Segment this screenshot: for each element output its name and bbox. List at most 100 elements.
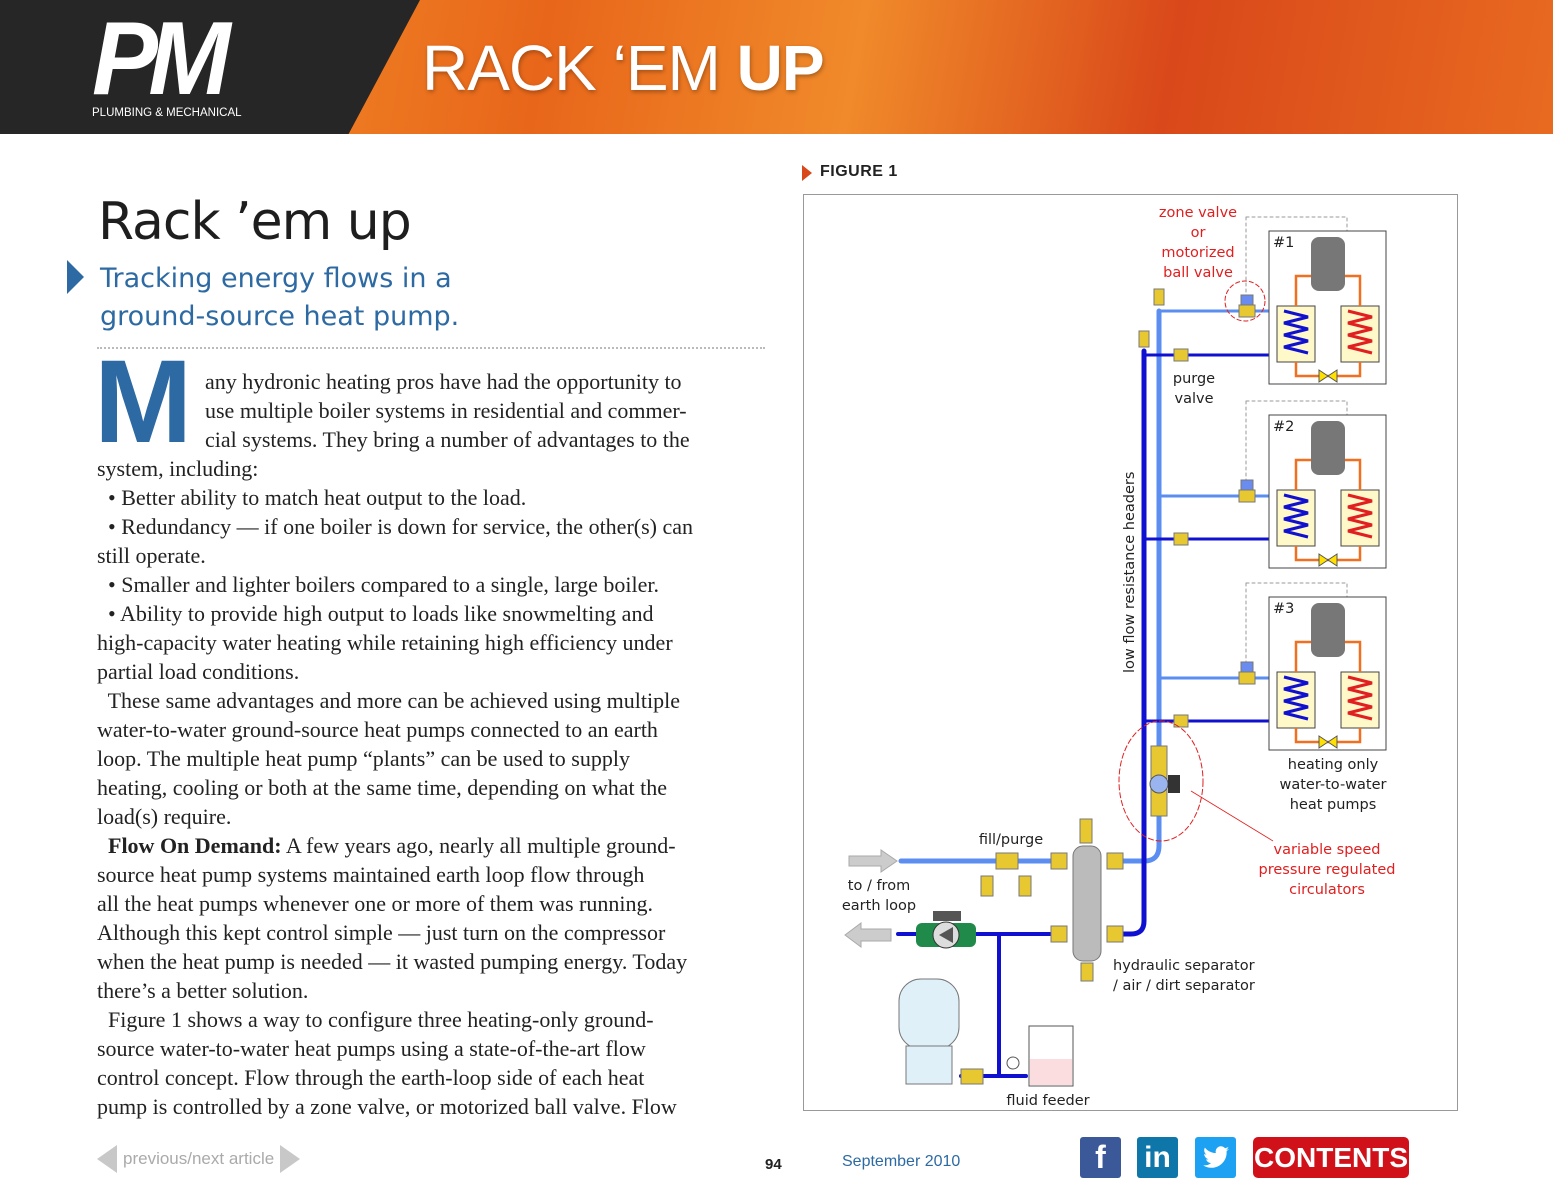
body-line-text: source water-to-water heat pumps using a… [97, 1036, 646, 1061]
fluid-feeder-tank [1006, 1025, 1074, 1087]
body-line: • Redundancy — if one boiler is down for… [97, 512, 767, 541]
body-line-text: pump is controlled by a zone valve, or m… [97, 1094, 677, 1119]
svg-text:hydraulic separator: hydraulic separator [1113, 958, 1255, 974]
zone-valve-highlight [1224, 280, 1266, 322]
body-line-text: all the heat pumps whenever one or more … [97, 891, 653, 916]
body-line: still operate. [97, 541, 767, 570]
earth-outflow-arrow-icon [844, 922, 892, 948]
figure-arrow-icon [802, 165, 812, 181]
contents-button[interactable]: CONTENTS [1253, 1137, 1409, 1178]
circulator-highlight [1118, 720, 1204, 842]
control-wiring [1245, 216, 1348, 669]
zone-valves [1138, 288, 1256, 728]
figure-label: FIGURE 1 [802, 163, 898, 181]
dotted-divider [97, 347, 765, 349]
body-line-text: Although this kept control simple — just… [97, 920, 666, 945]
article-nav-label[interactable]: previous/next article [123, 1149, 275, 1168]
body-line-text: • Better ability to match heat output to… [97, 485, 527, 510]
body-line-text: when the heat pump is needed — it wasted… [97, 949, 688, 974]
logo-subtitle: PLUMBING & MECHANICAL [92, 107, 242, 119]
body-line: Flow On Demand: A few years ago, nearly … [97, 831, 767, 860]
body-line: pump is controlled by a zone valve, or m… [97, 1092, 767, 1121]
body-line-text: heating, cooling or both at the same tim… [97, 775, 668, 800]
svg-text:motorized: motorized [1161, 245, 1234, 261]
unit-labels: #1#2#3 [1273, 235, 1294, 617]
deck-line: Tracking energy flows in a [100, 263, 452, 294]
body-line-text: partial load conditions. [97, 659, 300, 684]
fluid-feeder-label: fluid feeder [1006, 1093, 1089, 1109]
next-article-icon[interactable] [280, 1145, 301, 1173]
body-line-text: • Redundancy — if one boiler is down for… [97, 514, 694, 539]
body-line-text: still operate. [97, 543, 206, 568]
article-body: any hydronic heating pros have had the o… [97, 367, 767, 1121]
svg-text:water-to-water: water-to-water [1280, 777, 1387, 793]
body-line: there’s a better solution. [97, 976, 767, 1005]
logo-panel [0, 0, 420, 134]
body-line-text: load(s) require. [97, 804, 232, 829]
body-line: cial systems. They bring a number of adv… [205, 425, 767, 454]
body-line-text: loop. The multiple heat pump “plants” ca… [97, 746, 630, 771]
body-line-text: system, including: [97, 456, 259, 481]
earth-loop-pump [916, 911, 976, 949]
page-number: 94 [765, 1156, 782, 1173]
previous-article-icon[interactable] [97, 1145, 117, 1173]
figure-label-text: FIGURE 1 [820, 163, 898, 180]
body-line: load(s) require. [97, 802, 767, 831]
svg-text:variable speed: variable speed [1274, 842, 1381, 858]
section-title-light: RACK ‘EM [422, 32, 737, 104]
body-line-text: Figure 1 shows a way to configure three … [97, 1007, 654, 1032]
fill-purge-label: fill/purge [979, 832, 1043, 848]
body-line-text: cial systems. They bring a number of adv… [205, 427, 690, 452]
svg-text:ball valve: ball valve [1163, 265, 1233, 281]
svg-text:zone valve: zone valve [1159, 205, 1237, 221]
body-line-text: source heat pump systems maintained eart… [97, 862, 645, 887]
body-line-text: any hydronic heating pros have had the o… [205, 369, 682, 394]
heat-pump-3 [1268, 596, 1387, 751]
svg-text:#3: #3 [1273, 601, 1294, 617]
body-line: • Better ability to match heat output to… [97, 483, 767, 512]
body-line-text: A few years ago, nearly all multiple gro… [281, 833, 676, 858]
body-line: any hydronic heating pros have had the o… [205, 367, 767, 396]
section-title-bold: UP [736, 32, 825, 104]
body-line-text: use multiple boiler systems in residenti… [205, 398, 687, 423]
earth-inflow-arrow-icon [848, 849, 898, 873]
body-line-text: • Smaller and lighter boilers compared t… [97, 572, 660, 597]
body-line: source heat pump systems maintained eart… [97, 860, 767, 889]
body-line: system, including: [97, 454, 767, 483]
expansion-tank [898, 978, 984, 1085]
heat-pump-units [1268, 230, 1387, 751]
facebook-icon[interactable]: f [1080, 1137, 1121, 1178]
linkedin-icon[interactable]: in [1137, 1137, 1178, 1178]
body-line-text: water-to-water ground-source heat pumps … [97, 717, 658, 742]
svg-text:purge: purge [1173, 371, 1215, 387]
svg-text:#1: #1 [1273, 235, 1294, 251]
article-title: Rack ’em up [98, 192, 412, 252]
body-line: all the heat pumps whenever one or more … [97, 889, 767, 918]
body-line: Figure 1 shows a way to configure three … [97, 1005, 767, 1034]
fill-purge-valves [980, 852, 1032, 897]
body-line: partial load conditions. [97, 657, 767, 686]
body-line: heating, cooling or both at the same tim… [97, 773, 767, 802]
body-line: water-to-water ground-source heat pumps … [97, 715, 767, 744]
body-line: use multiple boiler systems in residenti… [205, 396, 767, 425]
headers-label: low flow resistance headers [1122, 472, 1138, 673]
separator-label: hydraulic separator/ air / dirt separato… [1113, 958, 1255, 994]
body-line-text: control concept. Flow through the earth-… [97, 1065, 645, 1090]
body-line: Although this kept control simple — just… [97, 918, 767, 947]
svg-text:heat pumps: heat pumps [1290, 797, 1377, 813]
hydraulic-separator [1050, 818, 1124, 982]
pm-logo[interactable]: PM [92, 1, 231, 117]
svg-text:circulators: circulators [1289, 882, 1365, 898]
twitter-icon[interactable] [1195, 1137, 1236, 1178]
body-line-text: • Ability to provide high output to load… [97, 601, 654, 626]
article-navigation: previous/next article [97, 1145, 301, 1173]
body-line-text: These same advantages and more can be ac… [97, 688, 680, 713]
deck-arrow-icon [67, 260, 84, 294]
body-line: • Smaller and lighter boilers compared t… [97, 570, 767, 599]
heat-pump-1 [1268, 230, 1387, 385]
